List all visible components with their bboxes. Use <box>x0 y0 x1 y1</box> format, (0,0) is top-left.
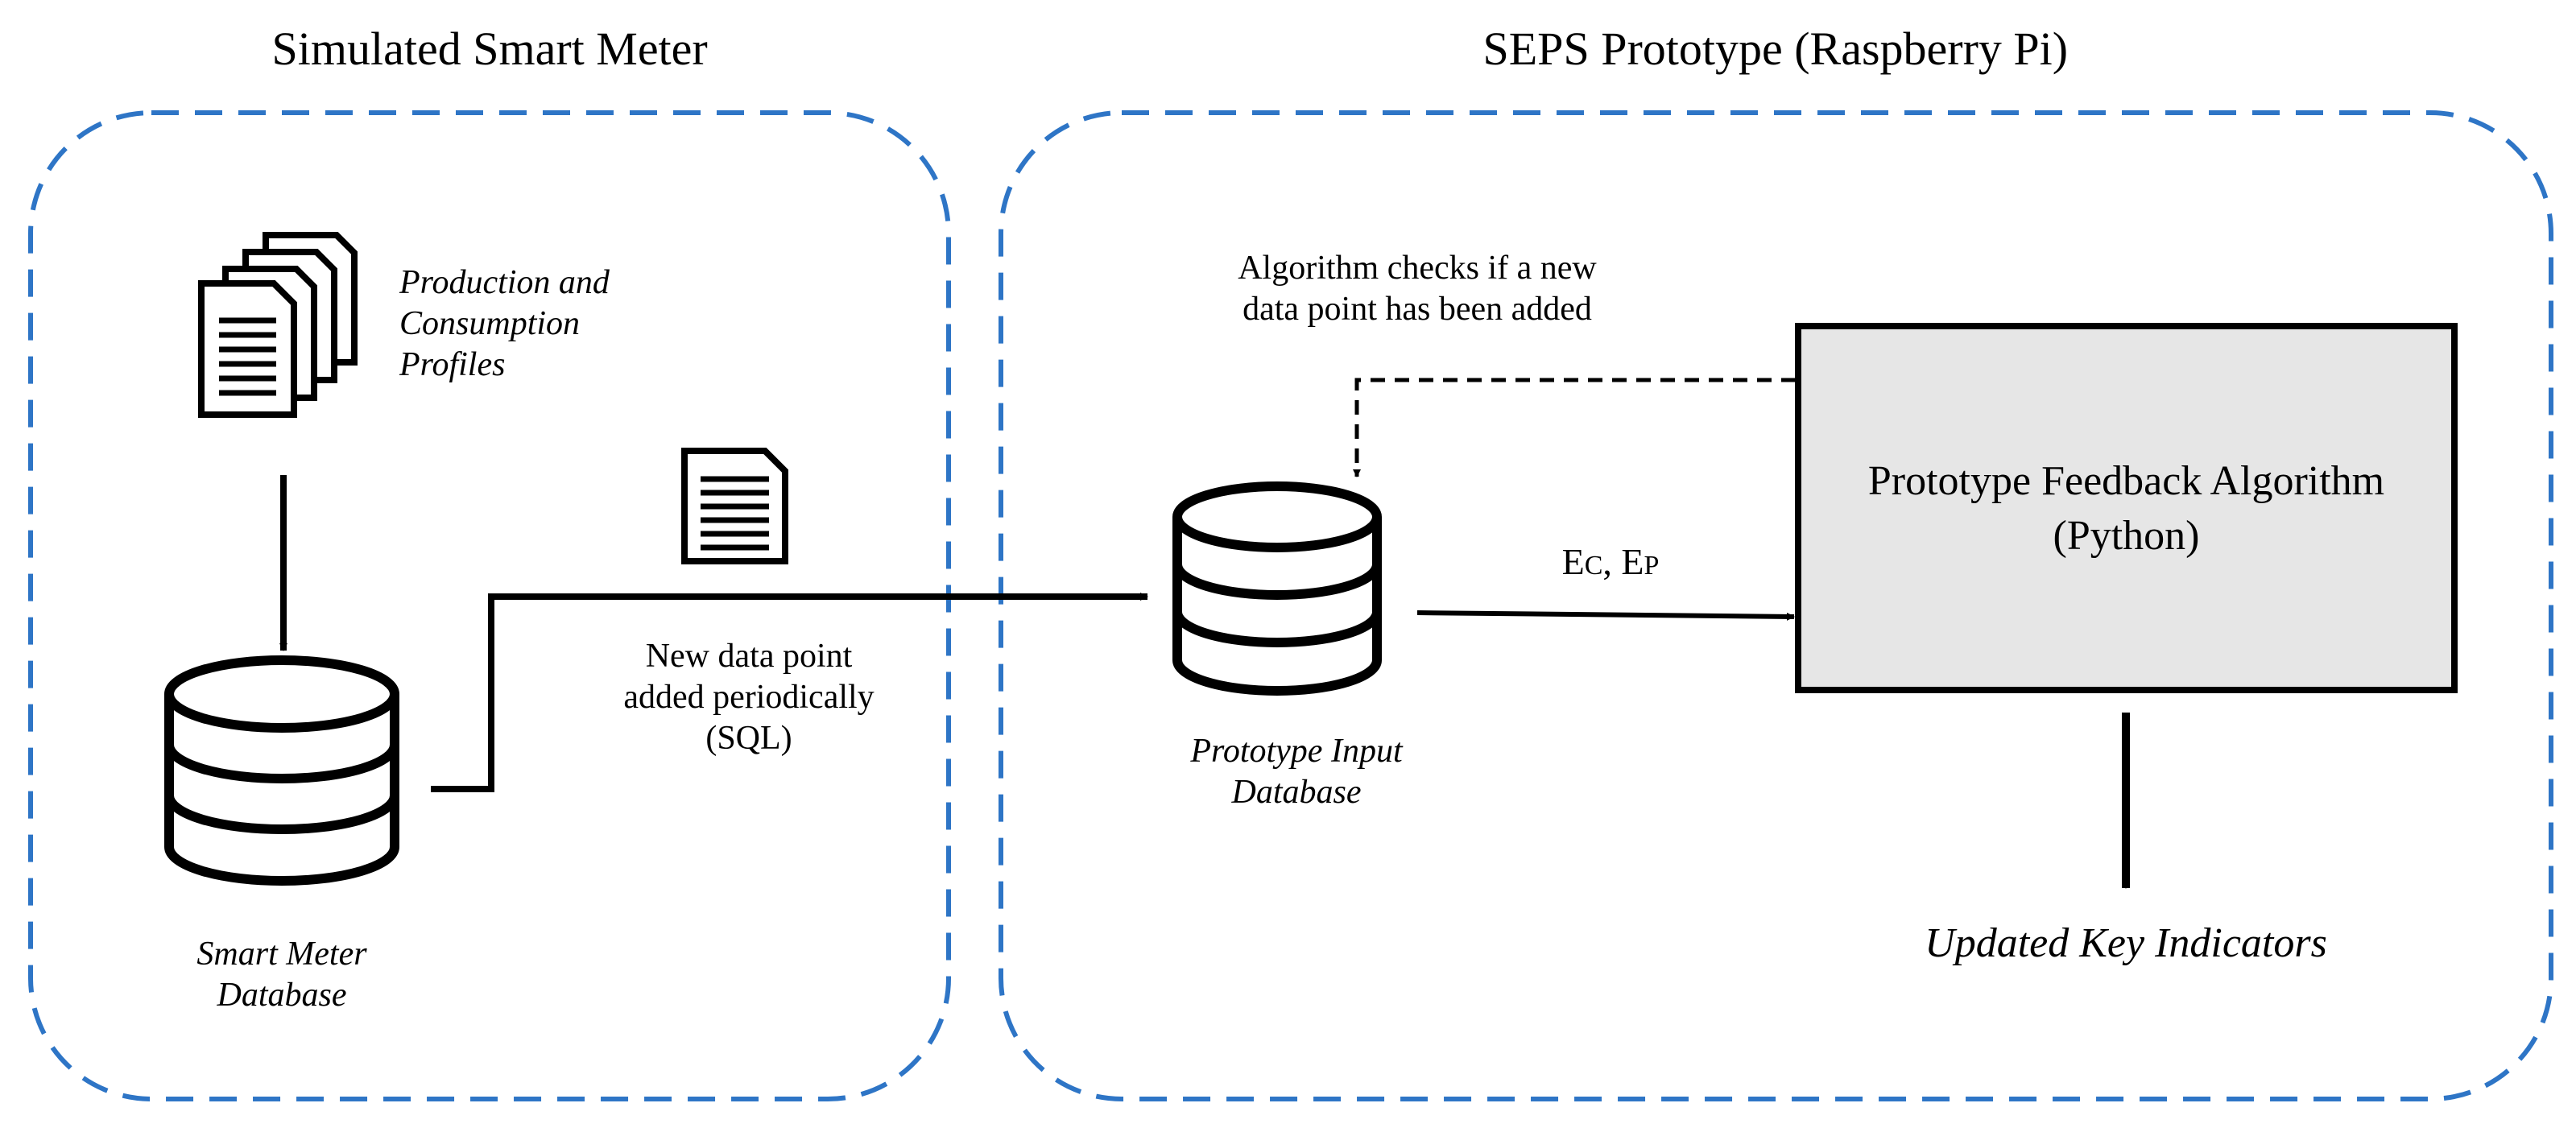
algorithm-name: Prototype Feedback Algorithm <box>1867 458 2385 504</box>
profiles-label-line: Consumption <box>399 305 581 343</box>
signal-subscript-production: P <box>1644 551 1660 581</box>
transfer-label-line: (SQL) <box>705 720 792 758</box>
output-label: Updated Key Indicators <box>1925 920 2327 966</box>
left-panel-title: Simulated Smart Meter <box>271 23 708 75</box>
document-stack-icon <box>198 232 358 418</box>
signal-arrow <box>1416 610 1795 621</box>
database-icon <box>1172 481 1382 696</box>
signal-subscript-consumption: C <box>1584 551 1603 581</box>
signal-e-consumption: E <box>1561 541 1585 582</box>
document-icon <box>681 448 788 564</box>
algorithm-check-label: Algorithm checks if a new data point has… <box>1176 248 1659 330</box>
check-label-line: Algorithm checks if a new <box>1238 250 1597 287</box>
profiles-label-line: Production and <box>399 264 610 301</box>
transfer-label: New data point added periodically (SQL) <box>564 636 934 760</box>
signal-label: EC, EP <box>1514 539 1707 585</box>
algorithm-check-arrow <box>1353 378 1796 477</box>
database-label-line: Database <box>217 977 347 1014</box>
transfer-label-line: New data point <box>645 638 853 675</box>
database-icon <box>164 655 399 886</box>
algorithm-box-label: Prototype Feedback Algorithm (Python) <box>1798 454 2454 563</box>
simulated-smart-meter-container <box>28 110 951 1101</box>
transfer-label-line: added periodically <box>623 679 875 717</box>
seps-prototype-container <box>999 110 2553 1101</box>
signal-e-production: E <box>1621 541 1644 582</box>
input-database-label: Prototype Input Database <box>1143 731 1449 813</box>
algorithm-box <box>1795 323 2458 693</box>
profiles-label-line: Profiles <box>399 346 506 384</box>
database-label-line: Prototype Input <box>1190 733 1403 770</box>
profiles-label: Production and Consumption Profiles <box>399 262 610 386</box>
right-panel-title: SEPS Prototype (Raspberry Pi) <box>1482 23 2069 75</box>
signal-separator: , <box>1602 541 1622 582</box>
transfer-arrow <box>431 593 1148 792</box>
database-label-line: Smart Meter <box>196 936 367 973</box>
check-label-line: data point has been added <box>1243 291 1592 328</box>
database-label-line: Database <box>1231 774 1362 812</box>
algorithm-language: (Python) <box>2053 512 2200 559</box>
smart-meter-database-label: Smart Meter Database <box>177 934 387 1016</box>
